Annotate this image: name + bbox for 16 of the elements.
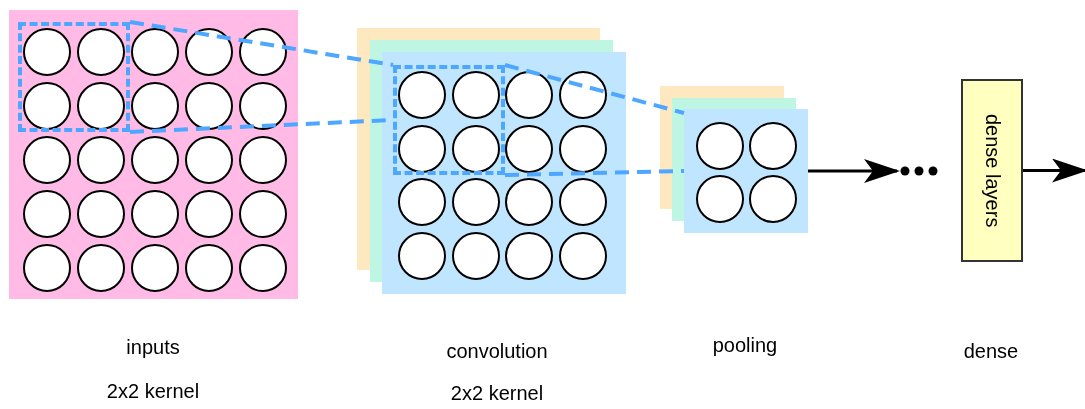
projection-line [504, 169, 685, 177]
projection-line [504, 63, 685, 115]
layer-caption: 2x2 kernel [450, 382, 544, 405]
arrow [1023, 158, 1085, 183]
kernel-window [393, 65, 505, 175]
kernel-window [18, 22, 130, 132]
feature-map [9, 10, 298, 299]
arrow [808, 159, 900, 183]
dense-layer-box: dense layers [961, 79, 1023, 262]
layer-caption: dense [963, 340, 1019, 363]
layer-caption: 2x2 kernel [106, 380, 200, 403]
layer-caption: convolution [446, 340, 548, 363]
feature-map [684, 109, 808, 233]
feature-map [382, 52, 626, 294]
layer-caption: pooling [712, 334, 778, 357]
layer-caption: inputs [126, 336, 180, 359]
